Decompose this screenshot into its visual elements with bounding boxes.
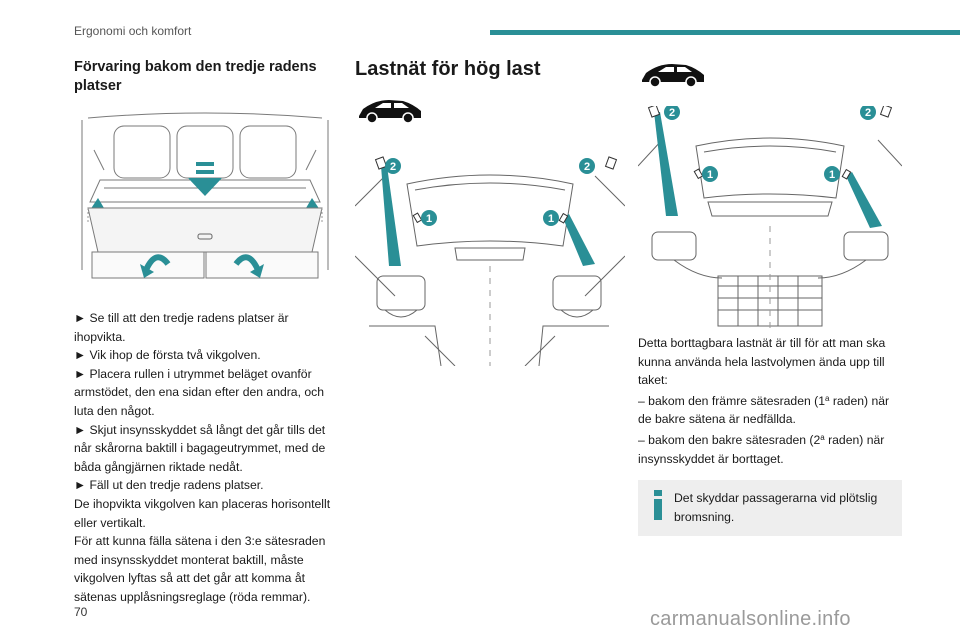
watermark: carmanualsonline.info: [650, 608, 851, 630]
body-paragraph: För att kunna fälla sätena i den 3:e sät…: [74, 534, 326, 604]
car-suv-icon: [642, 64, 704, 88]
callout-1: 1: [824, 166, 840, 182]
callout-2: 2: [385, 158, 401, 174]
svg-text:2: 2: [865, 107, 871, 119]
cargo-net-rear-illustration: 2 2 1 1: [638, 106, 902, 328]
storage-heading: Förvaring bakom den tredje radens platse…: [74, 59, 317, 94]
callout-1: 1: [702, 166, 718, 182]
body-paragraph: De ihopvikta vikgolven kan placeras hori…: [74, 496, 331, 530]
arrow-down-icon: [188, 162, 222, 196]
info-icon: [654, 490, 662, 521]
instruction-step: ► Vik ihop de första två vikgolven.: [74, 348, 261, 363]
cargo-net-heading: Lastnät för hög last: [355, 58, 541, 80]
middle-column: Lastnät för hög last: [355, 56, 625, 366]
instruction-step: ► Fäll ut den tredje radens platser.: [74, 478, 264, 493]
intro-paragraph: Detta borttagbara lastnät är till för at…: [638, 336, 886, 388]
callout-1: 1: [421, 210, 437, 226]
instruction-step: ► Placera rullen i utrymmet beläget ovan…: [74, 366, 325, 418]
list-item: – bakom den främre sätesraden (1a raden)…: [638, 393, 890, 427]
instruction-step: ► Skjut insynsskyddet så långt det går t…: [74, 422, 326, 474]
page-number: 70: [74, 605, 88, 619]
callout-1: 1: [543, 210, 559, 226]
callout-2: 2: [579, 158, 595, 174]
cargo-net-front-illustration: 2 2 1 1: [355, 156, 625, 366]
svg-text:2: 2: [584, 161, 590, 173]
svg-text:1: 1: [707, 169, 713, 181]
instruction-step: ► Se till att den tredje radens platser …: [74, 311, 289, 344]
arrow-icon: [306, 198, 320, 210]
svg-text:1: 1: [548, 213, 554, 225]
car-suv-icon: [359, 100, 421, 124]
right-column: 2 2 1 1 Detta borttagbara lastnät är til…: [638, 60, 902, 537]
section-accent-bar: [490, 30, 960, 35]
callout-2: 2: [860, 106, 876, 120]
list-item: – bakom den bakre sätesraden (2a raden) …: [638, 432, 885, 466]
section-title: Ergonomi och komfort: [74, 24, 192, 38]
arrow-icon: [90, 198, 104, 210]
svg-text:1: 1: [426, 213, 432, 225]
callout-2: 2: [664, 106, 680, 120]
svg-text:2: 2: [669, 107, 675, 119]
info-box: Det skyddar passagerarna vid plötslig br…: [638, 480, 902, 537]
left-column: Förvaring bakom den tredje radens platse…: [74, 58, 336, 607]
svg-text:1: 1: [829, 169, 835, 181]
info-text: Det skyddar passagerarna vid plötslig br…: [674, 491, 878, 524]
trunk-storage-illustration: [81, 112, 329, 279]
svg-text:2: 2: [390, 161, 396, 173]
